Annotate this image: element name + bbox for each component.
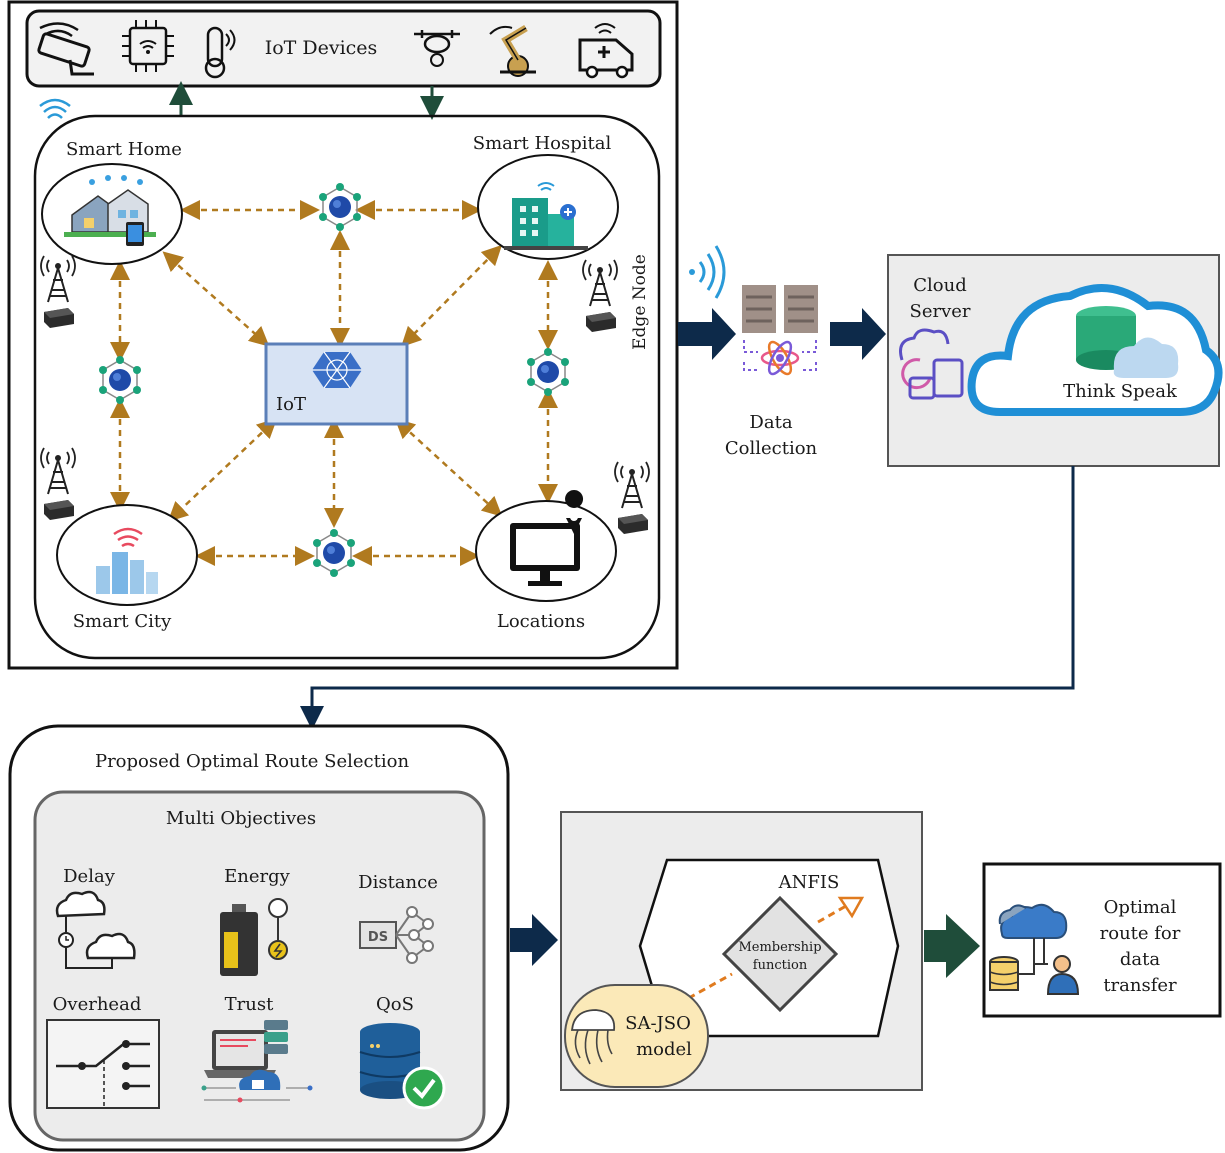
distance-ds-icon: DS — [359, 906, 434, 964]
edge-node-label: Edge Node — [630, 254, 650, 350]
qos-database-check-icon — [359, 1023, 446, 1110]
membership-label-line1: Membership — [738, 940, 821, 955]
network-mesh-icon — [312, 351, 362, 389]
edge-tower-icon — [40, 447, 76, 521]
monitor-location-icon — [510, 490, 584, 586]
to-output-arrow — [924, 914, 980, 978]
cloud-sync-icon — [899, 328, 964, 400]
overhead-switch-icon — [46, 1019, 160, 1109]
data-collection-label-line1: Data — [749, 412, 792, 433]
output-label-line1: Optimal — [1104, 897, 1177, 918]
ambulance-icon — [578, 23, 634, 79]
network-container — [33, 114, 661, 660]
sajso-label-line2: model — [636, 1039, 692, 1060]
wifi-icon — [39, 98, 71, 119]
qos-label: QoS — [376, 994, 414, 1015]
overhead-label: Overhead — [53, 994, 142, 1015]
hub-node-top — [318, 182, 362, 232]
delay-label: Delay — [63, 866, 116, 887]
output-label-line2: route for — [1100, 923, 1181, 944]
think-speak-label: Think Speak — [1063, 381, 1178, 402]
orange-triangle-marker — [837, 896, 865, 919]
membership-label-line2: function — [753, 958, 808, 973]
data-collection-wifi-icon — [689, 245, 726, 299]
hub-node-right — [526, 347, 570, 397]
cctv-camera-icon — [37, 22, 94, 76]
smart-home-icon — [64, 175, 156, 246]
cloud-to-route-connector — [300, 466, 1075, 730]
output-panel — [982, 862, 1222, 1018]
multi-objectives-label: Multi Objectives — [166, 808, 316, 829]
route-selection-title: Proposed Optimal Route Selection — [95, 751, 409, 772]
jellyfish-icon — [571, 1009, 616, 1065]
iot-center-label: IoT — [276, 394, 306, 415]
route-transfer-icon — [989, 903, 1080, 995]
chip-wifi-icon — [122, 20, 174, 72]
delay-clouds-icon — [55, 890, 136, 969]
edge-tower-icon — [614, 461, 650, 535]
iot-section-border — [7, 0, 679, 670]
data-collection-label-line2: Collection — [725, 438, 818, 459]
dashed-links — [110, 200, 558, 566]
distance-label: Distance — [358, 872, 438, 893]
hospital-building-icon — [504, 182, 588, 250]
cloud-label-line1: Cloud — [913, 275, 966, 296]
orange-dashed-path — [677, 904, 847, 1006]
ds-label: DS — [368, 930, 388, 945]
output-label-line4: transfer — [1103, 975, 1177, 996]
edge-tower-icon — [40, 255, 76, 329]
server-rack-icon — [742, 285, 818, 376]
edge-tower-icon — [582, 259, 618, 333]
to-data-collection-arrow — [678, 308, 736, 360]
anfis-label: ANFIS — [778, 872, 840, 893]
energy-battery-icon — [220, 898, 288, 976]
locations-label: Locations — [497, 611, 585, 632]
smart-city-label: Smart City — [73, 611, 172, 632]
smart-home-label: Smart Home — [66, 139, 182, 160]
cloud-label-line2: Server — [909, 301, 970, 322]
robot-arm-icon — [489, 24, 536, 77]
smart-hospital-label: Smart Hospital — [473, 133, 612, 154]
thermometer-icon — [204, 26, 236, 79]
smart-city-icon — [96, 527, 158, 594]
to-cloud-arrow — [830, 308, 886, 360]
energy-label: Energy — [224, 866, 291, 887]
iot-devices-bar — [25, 9, 662, 88]
membership-diamond — [721, 895, 839, 1013]
hub-node-bottom — [312, 528, 356, 578]
drone-icon — [414, 30, 460, 67]
to-model-arrow — [510, 914, 558, 966]
trust-laptop-icon — [201, 1020, 313, 1103]
think-speak-cloud-icon — [967, 284, 1223, 416]
output-label-line3: data — [1120, 949, 1160, 970]
trust-label: Trust — [225, 994, 274, 1015]
hub-node-left — [98, 355, 142, 405]
iot-devices-label: IoT Devices — [265, 37, 378, 59]
sajso-label-line1: SA-JSO — [625, 1013, 691, 1034]
